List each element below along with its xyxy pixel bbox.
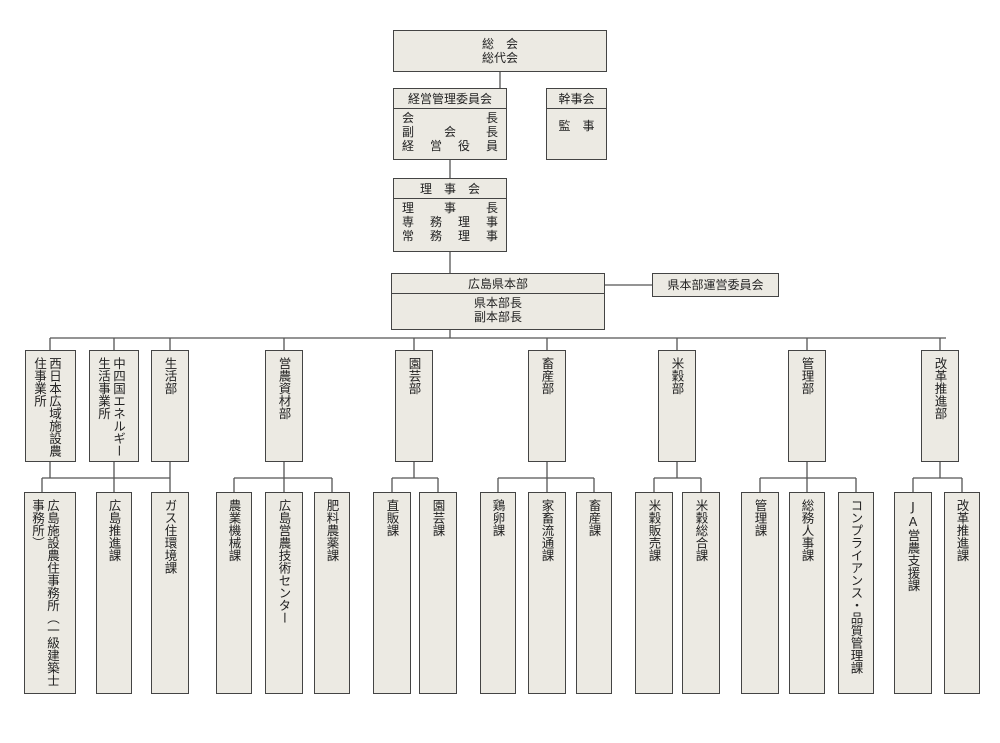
section-gas-housing: ガス住環境課 bbox=[151, 492, 189, 694]
general-assembly-box: 総 会 総代会 bbox=[393, 30, 607, 72]
section-label: 畜産課 bbox=[586, 499, 602, 537]
section-fertilizer-pesticide: 肥料農薬課 bbox=[314, 492, 350, 694]
dept-chushikoku-energy-office: 中四国エネルギー生活事業所 bbox=[89, 350, 139, 462]
dept-administration: 管理部 bbox=[788, 350, 826, 462]
section-label: コンプライアンス・品質管理課 bbox=[848, 499, 864, 674]
section-label: 広島推進課 bbox=[106, 499, 122, 562]
secretary-box: 幹事会 監 事 bbox=[546, 88, 607, 160]
dept-reform-promotion: 改革推進部 bbox=[921, 350, 959, 462]
hq-title: 広島県本部 bbox=[392, 274, 604, 294]
dept-rice: 米穀部 bbox=[658, 350, 696, 462]
hq-box: 広島県本部 県本部長 副本部長 bbox=[391, 273, 605, 330]
section-horticulture: 園芸課 bbox=[419, 492, 457, 694]
section-label: 広島施設農住事務所（一級建築士事務所） bbox=[30, 499, 60, 687]
dept-label: 中四国エネルギー生活事業所 bbox=[96, 357, 126, 457]
dept-label: 畜産部 bbox=[539, 357, 555, 395]
section-rice-sales: 米穀販売課 bbox=[635, 492, 673, 694]
secretary-title: 幹事会 bbox=[547, 89, 606, 109]
hq-committee-label: 県本部運営委員会 bbox=[667, 278, 764, 292]
general-assembly-label: 総 会 bbox=[481, 37, 518, 51]
section-label: 広島営農技術センター bbox=[276, 499, 292, 624]
section-livestock: 畜産課 bbox=[576, 492, 612, 694]
dept-label: 営農資材部 bbox=[276, 357, 292, 420]
section-livestock-distribution: 家畜流通課 bbox=[528, 492, 566, 694]
executive-officer-line: 経営役員 bbox=[402, 139, 498, 153]
auditor-label: 監 事 bbox=[558, 119, 595, 133]
dept-west-japan-office: 西日本広域施設農住事業所 bbox=[25, 350, 76, 462]
chairman-line: 会長 bbox=[402, 111, 498, 125]
section-label: 改革推進課 bbox=[954, 499, 970, 562]
dept-label: 改革推進部 bbox=[932, 357, 948, 420]
dept-label: 西日本広域施設農住事業所 bbox=[32, 357, 62, 457]
section-compliance-quality: コンプライアンス・品質管理課 bbox=[838, 492, 874, 694]
section-hiroshima-facility-office: 広島施設農住事務所（一級建築士事務所） bbox=[24, 492, 76, 694]
dept-livestock: 畜産部 bbox=[528, 350, 566, 462]
section-rice-general: 米穀総合課 bbox=[682, 492, 720, 694]
section-management: 管理課 bbox=[741, 492, 779, 694]
dept-label: 園芸部 bbox=[406, 357, 422, 395]
section-label: ガス住環境課 bbox=[162, 499, 178, 574]
board-box: 理 事 会 理事長 専務理事 常務理事 bbox=[393, 178, 507, 252]
president-line: 理事長 bbox=[402, 201, 498, 215]
dept-life: 生活部 bbox=[151, 350, 189, 462]
senior-director-line: 専務理事 bbox=[402, 215, 498, 229]
section-ja-farming-support: JA営農支援課 bbox=[894, 492, 932, 694]
section-label: 肥料農薬課 bbox=[324, 499, 340, 562]
dept-label: 米穀部 bbox=[669, 357, 685, 395]
section-label: 農業機械課 bbox=[226, 499, 242, 562]
management-committee-box: 経営管理委員会 会長 副会長 経営役員 bbox=[393, 88, 507, 160]
section-general-affairs-hr: 総務人事課 bbox=[789, 492, 825, 694]
section-label: 米穀販売課 bbox=[646, 499, 662, 562]
vice-chairman-line: 副会長 bbox=[402, 125, 498, 139]
dept-farm-supplies: 営農資材部 bbox=[265, 350, 303, 462]
dept-label: 生活部 bbox=[162, 357, 178, 395]
hq-committee-box: 県本部運営委員会 bbox=[652, 273, 779, 297]
section-eggs: 鶏卵課 bbox=[480, 492, 516, 694]
section-farm-machinery: 農業機械課 bbox=[216, 492, 252, 694]
managing-director-line: 常務理事 bbox=[402, 229, 498, 243]
section-label: 鶏卵課 bbox=[490, 499, 506, 537]
section-hiroshima-promotion: 広島推進課 bbox=[96, 492, 132, 694]
section-label: JA営農支援課 bbox=[905, 499, 921, 592]
dept-horticulture: 園芸部 bbox=[395, 350, 433, 462]
section-farming-tech-center: 広島営農技術センター bbox=[265, 492, 303, 694]
section-reform-promotion: 改革推進課 bbox=[944, 492, 980, 694]
representative-assembly-label: 総代会 bbox=[481, 51, 518, 65]
dept-label: 管理部 bbox=[799, 357, 815, 395]
section-label: 直販課 bbox=[384, 499, 400, 537]
hq-deputy-label: 副本部長 bbox=[473, 310, 522, 324]
section-label: 総務人事課 bbox=[799, 499, 815, 562]
board-title: 理 事 会 bbox=[394, 179, 506, 199]
hq-head-label: 県本部長 bbox=[473, 296, 522, 310]
section-label: 米穀総合課 bbox=[693, 499, 709, 562]
section-label: 管理課 bbox=[752, 499, 768, 537]
section-label: 家畜流通課 bbox=[539, 499, 555, 562]
section-label: 園芸課 bbox=[430, 499, 446, 537]
section-direct-sales: 直販課 bbox=[373, 492, 411, 694]
management-committee-title: 経営管理委員会 bbox=[394, 89, 506, 109]
